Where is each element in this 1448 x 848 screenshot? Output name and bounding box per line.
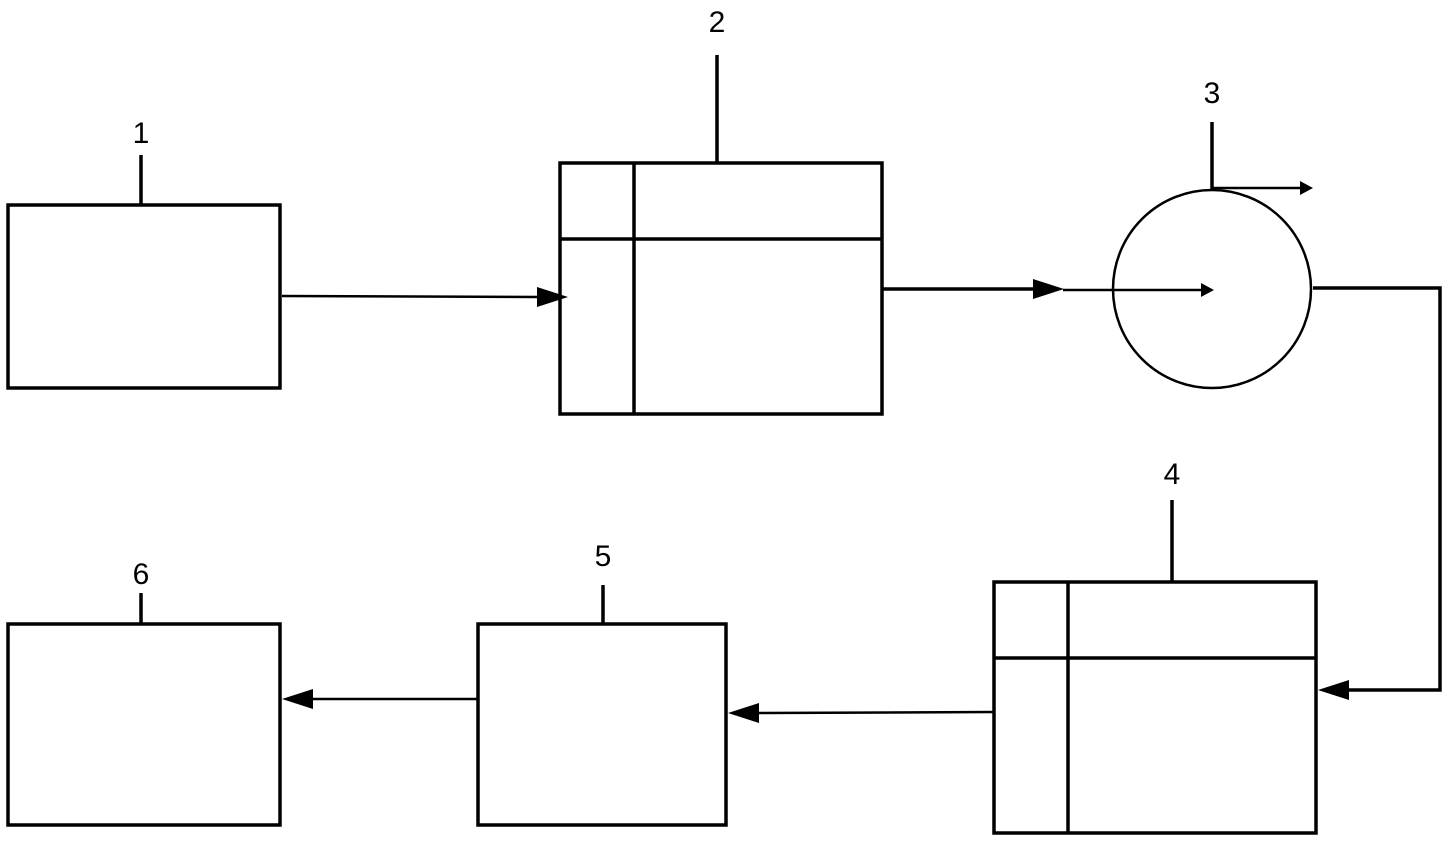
connector-1-to-2-line bbox=[281, 294, 541, 299]
connector-4-to-5-line bbox=[757, 710, 995, 715]
block-2-label: 2 bbox=[709, 6, 726, 39]
block-5-rect bbox=[476, 622, 728, 827]
block-6: 6 bbox=[6, 558, 282, 827]
block-5: 5 bbox=[476, 540, 728, 827]
connector-1-to-2 bbox=[281, 287, 568, 307]
block-2-rect bbox=[558, 161, 884, 416]
block-3-exit-arrowhead bbox=[1300, 181, 1313, 195]
connector-3-to-4-arrowhead bbox=[1318, 680, 1349, 700]
connector-3-to-4 bbox=[1313, 286, 1442, 700]
connector-4-to-5 bbox=[728, 703, 995, 723]
block-5-label: 5 bbox=[595, 540, 612, 573]
block-4-label: 4 bbox=[1164, 458, 1181, 491]
connector-4-to-5-arrowhead bbox=[728, 703, 759, 723]
connector-2-to-3 bbox=[882, 279, 1064, 299]
block-4-rect bbox=[992, 580, 1318, 835]
block-4: 4 bbox=[992, 458, 1318, 835]
block-3-label: 3 bbox=[1204, 77, 1221, 110]
connector-3-to-4-line bbox=[1313, 286, 1442, 692]
block-6-label: 6 bbox=[133, 558, 150, 591]
block-6-rect bbox=[6, 622, 282, 827]
connector-2-to-3-arrowhead bbox=[1033, 279, 1064, 299]
block-1: 1 bbox=[6, 117, 282, 390]
block-3: 3 bbox=[1063, 77, 1313, 390]
connector-5-to-6-arrowhead bbox=[282, 689, 313, 709]
connector-5-to-6 bbox=[282, 689, 478, 709]
block-1-label: 1 bbox=[133, 117, 150, 150]
connector-1-to-2-arrowhead bbox=[537, 287, 568, 307]
block-3-inner-arrowhead bbox=[1201, 283, 1214, 297]
block-2: 2 bbox=[558, 6, 884, 416]
block-1-rect bbox=[6, 203, 282, 390]
